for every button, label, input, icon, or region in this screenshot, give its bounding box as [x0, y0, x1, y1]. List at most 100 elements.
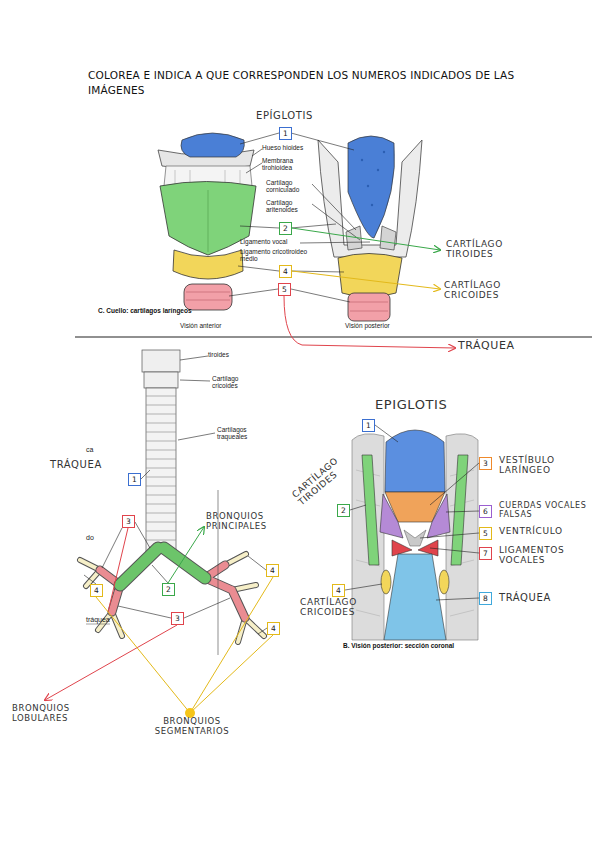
handwritten-answer: TRÁQUEA [499, 592, 551, 604]
handwritten-answer: CARTÍLAGO TIROIDES [290, 444, 360, 507]
answer-line [45, 527, 273, 718]
handwritten-answer: CARTÍLAGO CRICOIDES [300, 597, 364, 618]
answer-line [96, 577, 273, 713]
callout-box: 4 [90, 584, 103, 597]
larynx-coronal-section [439, 570, 449, 594]
callout-number: 3 [126, 518, 131, 526]
larynx-posterior [338, 254, 402, 298]
larynx-coronal-section [362, 455, 379, 565]
leader-line [345, 425, 479, 600]
larynx-posterior [367, 185, 369, 187]
handwritten-answer: TRÁQUEA [50, 459, 102, 471]
part-label: tráquea [86, 616, 110, 624]
callout-box: 5 [479, 527, 492, 540]
part-label: Cartílago cricoides [212, 375, 258, 390]
larynx-anterior [158, 133, 256, 310]
handwritten-answer: EPIGLOTIS [375, 398, 447, 413]
larynx-anterior [208, 190, 209, 252]
callout-number: 4 [271, 625, 276, 633]
larynx-coronal-section [352, 430, 478, 640]
part-label: Cartílagos traqueales [217, 426, 267, 441]
handwritten-answer: CARTÍLAGO TIROIDES [446, 239, 518, 260]
part-label: Membrana tirohioidea [262, 157, 307, 172]
trachea-bronchi [142, 350, 180, 372]
larynx-coronal-section [384, 554, 446, 640]
callout-box: 3 [171, 612, 184, 625]
figure-caption: C. Cuello: cartílagos laríngeos [98, 307, 192, 314]
answer-line [292, 271, 440, 289]
callout-number: 5 [282, 286, 287, 294]
larynx-coronal-section [427, 494, 450, 538]
larynx-posterior [318, 136, 422, 321]
leader-line [300, 242, 370, 243]
leader-line [102, 522, 150, 568]
leader-line [84, 556, 266, 584]
handwritten-answer: BRONQUIOS LOBULARES [12, 704, 86, 724]
callout-number: 2 [166, 586, 171, 594]
larynx-coronal-section [446, 434, 478, 640]
callout-box: 3 [122, 515, 135, 528]
callout-number: 4 [94, 587, 99, 595]
handwritten-answer: EPÍGLOTIS [256, 110, 313, 122]
part-label: Ligamento cricotiroideo medio [240, 248, 324, 263]
answer-line [108, 528, 128, 612]
callout-number: 4 [283, 268, 288, 276]
larynx-coronal-section [451, 455, 468, 565]
callout-box: 2 [279, 222, 292, 235]
part-label: do [86, 534, 94, 542]
callout-box: 5 [278, 283, 291, 296]
leader-line [345, 533, 479, 600]
callout-number: 1 [132, 476, 137, 484]
callout-box: 3 [479, 457, 492, 470]
divider-line [75, 337, 592, 338]
figure-caption: B. Visión posterior: sección coronal [343, 642, 454, 649]
larynx-coronal-section [352, 434, 384, 640]
callout-box: 2 [337, 504, 350, 517]
callout-box: 7 [479, 547, 492, 560]
callout-number: 8 [483, 595, 488, 603]
callout-box: 4 [332, 584, 345, 597]
larynx-posterior [348, 293, 390, 321]
leader-line [84, 356, 267, 634]
handwritten-answer: TRÁQUEA [458, 340, 515, 353]
callout-number: 2 [283, 225, 288, 233]
trachea-bronchi [86, 624, 110, 625]
leader-line [118, 598, 267, 634]
larynx-posterior [346, 226, 396, 250]
callout-box: 1 [279, 127, 292, 140]
larynx-posterior [377, 169, 379, 171]
handwritten-answer: CARTÍLAGO CRICOIDES [444, 280, 518, 301]
larynx-posterior [348, 136, 395, 238]
leader-line [350, 425, 479, 512]
larynx-posterior [361, 151, 385, 206]
trachea-bronchi [100, 565, 245, 618]
answer-line [284, 228, 455, 348]
part-label: Hueso hioides [262, 144, 303, 151]
answer-line [284, 296, 455, 348]
larynx-anterior [181, 133, 244, 157]
trachea-bronchi [120, 548, 205, 585]
callout-box: 4 [266, 564, 279, 577]
part-label: Cartílago aritenoides [266, 199, 314, 214]
answer-line [292, 228, 440, 250]
handwritten-answer: BRONQUIOS SEGMENTARIOS [143, 717, 241, 737]
callout-box: 1 [128, 473, 141, 486]
answer-line [168, 527, 204, 583]
handwritten-answer: BRONQUIOS PRINCIPALES [206, 512, 286, 532]
answer-line [45, 625, 177, 700]
callout-number: 1 [366, 422, 371, 430]
trachea-bronchi [100, 565, 245, 618]
trachea-bronchi [80, 350, 264, 655]
callout-box: 8 [479, 592, 492, 605]
larynx-posterior [383, 151, 385, 153]
handwritten-answer: VENTRÍCULO [499, 526, 563, 536]
callout-number: 3 [483, 460, 488, 468]
larynx-anterior [184, 284, 232, 310]
callout-number: 4 [270, 567, 275, 575]
part-label: Cartílago corniculado [266, 179, 314, 194]
trachea-bronchi [120, 548, 205, 585]
handwritten-answer: LIGAMENTOS VOCALES [499, 545, 581, 566]
trachea-bronchi [80, 554, 264, 642]
